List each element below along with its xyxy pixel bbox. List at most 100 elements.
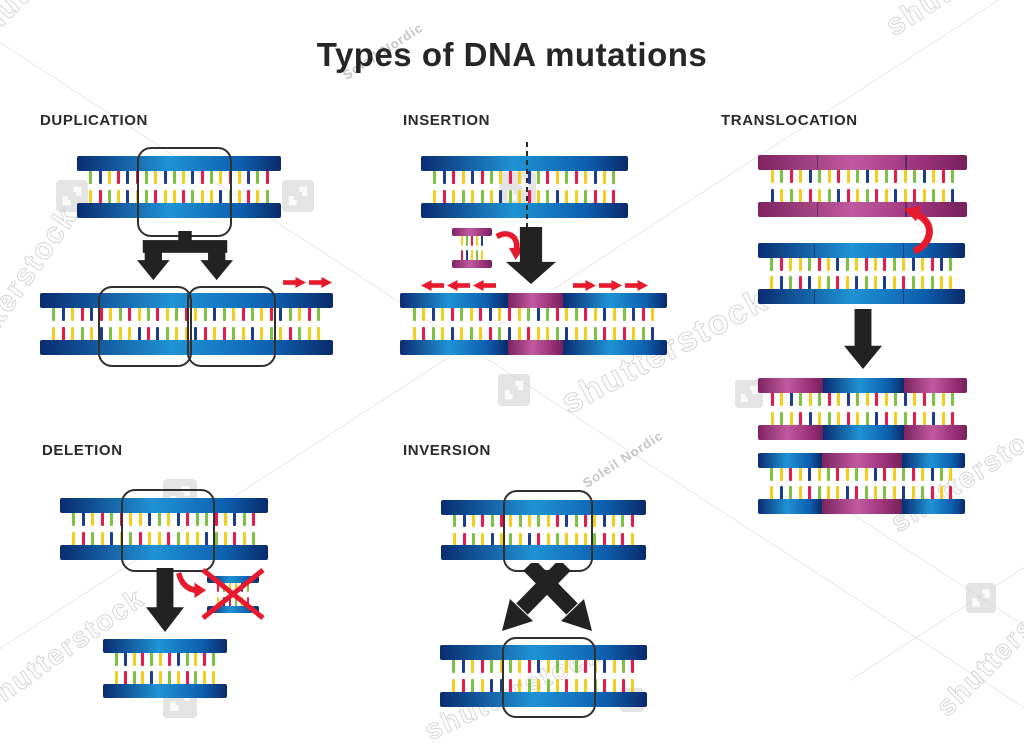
dna-segment — [758, 453, 965, 514]
strand-section — [421, 203, 628, 218]
base-bottom — [770, 189, 774, 203]
base-bottom — [209, 190, 213, 204]
base-bottom — [603, 327, 607, 341]
base-bottom — [940, 276, 944, 290]
base-bottom — [508, 327, 512, 341]
strand-section — [822, 499, 902, 514]
base-bottom — [247, 190, 251, 204]
base-top — [555, 514, 559, 528]
base-bottom — [892, 486, 896, 500]
base-bottom — [156, 327, 160, 341]
base-pair — [884, 169, 888, 203]
base-bottom — [89, 190, 93, 204]
base-top — [546, 307, 550, 321]
base-top — [574, 659, 578, 673]
base-bottom — [222, 327, 226, 341]
strand-section — [400, 293, 509, 308]
base-top — [182, 170, 186, 184]
base-pair — [213, 307, 217, 341]
base-bottom — [593, 532, 597, 546]
base-top — [789, 392, 793, 406]
base-pair — [780, 392, 784, 426]
base-top — [884, 392, 888, 406]
base-pair — [214, 512, 218, 546]
base-pair — [789, 169, 793, 203]
base-pair — [583, 514, 587, 546]
base-bottom — [232, 327, 236, 341]
strand-section — [901, 499, 965, 514]
cut-line — [526, 142, 528, 228]
base-pair — [71, 307, 75, 341]
base-bottom — [808, 276, 812, 290]
base-bottom — [799, 189, 803, 203]
base-top — [911, 257, 915, 271]
base-top — [471, 659, 475, 673]
base-bottom — [779, 486, 783, 500]
base-pair — [770, 257, 774, 290]
base-pair — [556, 659, 560, 693]
base-pair — [461, 659, 465, 693]
dna-strand-bottom — [452, 260, 492, 268]
base-bottom — [98, 190, 102, 204]
base-pair — [490, 514, 494, 546]
base-bottom — [517, 327, 521, 341]
base-top — [209, 170, 213, 184]
base-bottom — [817, 276, 821, 290]
base-bottom — [141, 671, 145, 685]
base-pair — [949, 467, 953, 500]
base-bottom — [902, 276, 906, 290]
base-pair — [930, 257, 934, 290]
base-pair — [817, 257, 821, 290]
base-top — [555, 170, 559, 184]
base-bottom — [186, 532, 190, 546]
dna-segment — [400, 293, 667, 355]
base-bottom — [260, 327, 264, 341]
base-bottom — [129, 532, 133, 546]
base-top — [422, 307, 426, 321]
watermark-logo-icon — [56, 180, 88, 212]
base-bottom — [922, 189, 926, 203]
base-pair — [631, 659, 635, 693]
base-bottom — [90, 327, 94, 341]
base-top — [536, 307, 540, 321]
base-bottom — [132, 671, 136, 685]
base-top — [100, 512, 104, 526]
base-pair — [182, 170, 186, 204]
base-bottom — [91, 532, 95, 546]
base-pair — [902, 467, 906, 500]
base-top — [779, 257, 783, 271]
base-bottom — [913, 189, 917, 203]
base-top — [837, 392, 841, 406]
base-pair — [250, 307, 254, 341]
base-pair — [237, 170, 241, 204]
base-pair — [81, 512, 85, 546]
base-bottom — [422, 327, 426, 341]
strand-section — [758, 453, 823, 468]
base-bottom — [875, 189, 879, 203]
base-pair — [612, 170, 616, 204]
base-top — [902, 467, 906, 481]
base-bottom — [622, 327, 626, 341]
base-top — [574, 514, 578, 528]
strand-section — [562, 340, 667, 355]
base-bottom — [461, 679, 465, 693]
base-bottom — [883, 486, 887, 500]
base-top — [466, 235, 468, 246]
base-bottom — [165, 327, 169, 341]
panel-label-insertion: INSERTION — [403, 112, 491, 129]
dna-strand-top — [452, 228, 492, 236]
base-pair — [460, 307, 464, 341]
base-pair — [894, 392, 898, 426]
base-bottom — [471, 190, 475, 204]
base-bottom — [836, 276, 840, 290]
base-bottom — [546, 532, 550, 546]
strand-section — [758, 289, 965, 304]
base-bottom — [476, 250, 478, 261]
panel-label-deletion: DELETION — [42, 442, 123, 459]
base-pair — [90, 307, 94, 341]
base-top — [442, 170, 446, 184]
base-pair — [845, 467, 849, 500]
base-top — [412, 307, 416, 321]
red-arrow-icon — [473, 280, 496, 291]
base-pair — [837, 392, 841, 426]
